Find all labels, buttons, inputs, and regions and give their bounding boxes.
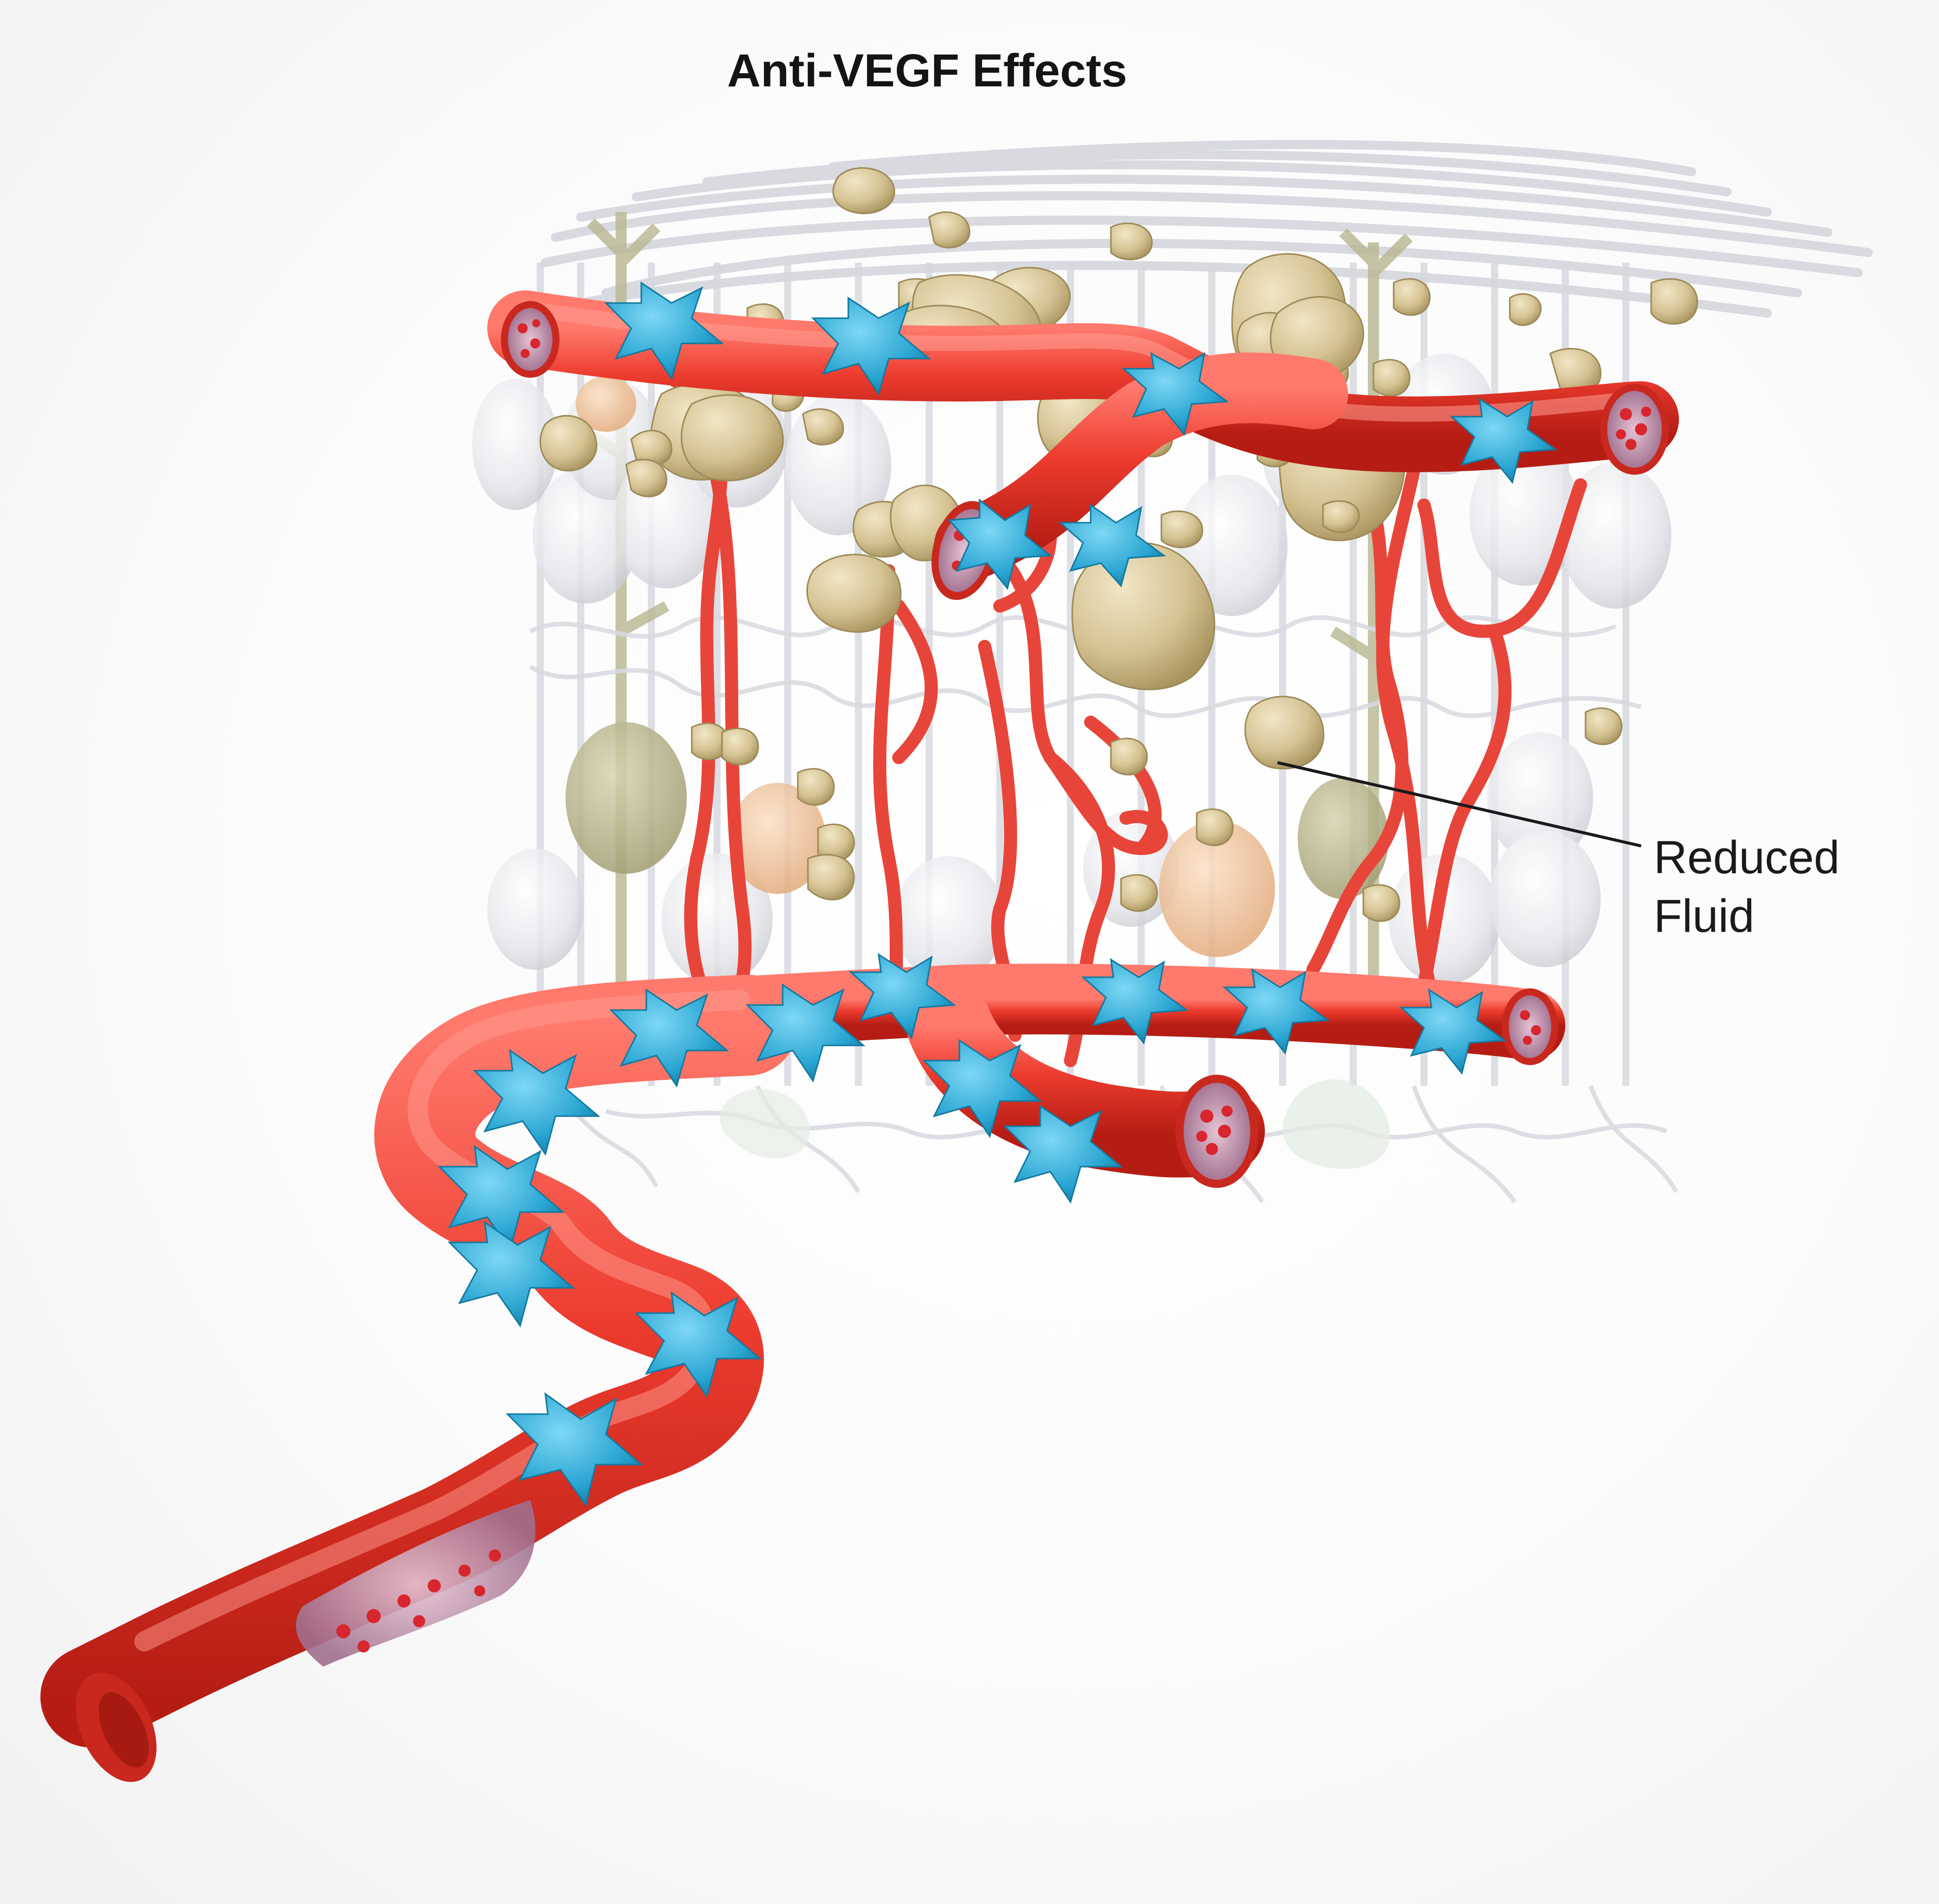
vessel-cutaway	[295, 1500, 536, 1667]
callout-label: Reduced Fluid	[1654, 828, 1840, 945]
bipolar-cells	[566, 376, 1389, 957]
diagram-title: Anti-VEGF Effects	[727, 45, 1128, 96]
pale-cells	[720, 1079, 1390, 1169]
vessel-openings	[501, 301, 1669, 1188]
middle-vessel	[934, 353, 1348, 581]
callout-leader-line	[1277, 761, 1642, 847]
callout-label-line2: Fluid	[1654, 890, 1755, 942]
red-blood-cells	[336, 319, 1651, 1652]
callout-label-line1: Reduced	[1654, 832, 1840, 883]
pericytes	[437, 281, 1558, 1507]
